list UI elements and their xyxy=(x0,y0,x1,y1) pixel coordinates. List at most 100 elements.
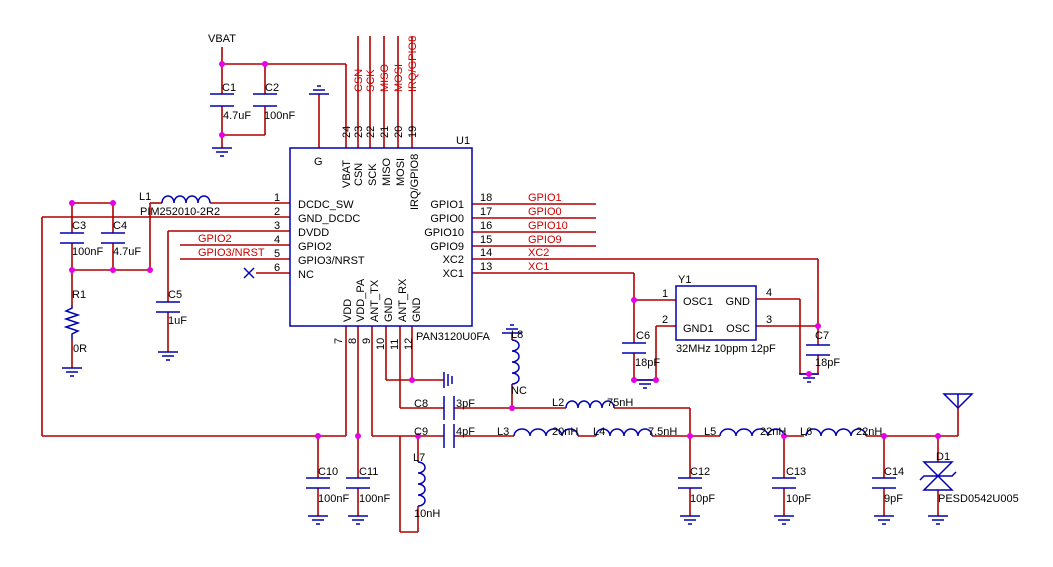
pin-7-num: 7 xyxy=(333,338,345,344)
pin-14-num: 14 xyxy=(480,247,492,259)
chassis-ground-icon xyxy=(443,372,453,388)
pin-23-num: 23 xyxy=(353,126,365,138)
y1-value: 32MHz 10ppm 12pF xyxy=(676,343,776,355)
c10-symbol xyxy=(306,477,330,489)
c9-value: 4pF xyxy=(456,426,475,438)
c4-ref: C4 xyxy=(113,220,127,232)
pin-17-name: GPIO0 xyxy=(430,213,464,225)
junction-dot xyxy=(355,433,361,439)
pin-12-num: 12 xyxy=(403,338,415,350)
c6-ref: C6 xyxy=(636,330,650,342)
pin-15-name: GPIO9 xyxy=(430,241,464,253)
c8-value: 3pF xyxy=(456,398,475,410)
c8-symbol xyxy=(443,396,455,420)
junction-dot xyxy=(509,405,515,411)
y1-pin3-num: 3 xyxy=(766,314,772,326)
l7-ref: L7 xyxy=(413,452,425,464)
ground-icon xyxy=(874,515,894,525)
junction-dot xyxy=(315,433,321,439)
net-gpio10: GPIO10 xyxy=(528,220,568,232)
pin-22-num: 22 xyxy=(365,126,377,138)
net-mosi: MOSI xyxy=(393,64,405,92)
y1-pin3-name: OSC xyxy=(726,323,750,335)
junction-dot xyxy=(881,433,887,439)
l1-value: PIM252010-2R2 xyxy=(140,206,220,218)
ground-symbols xyxy=(62,85,948,525)
pin-18-name: GPIO1 xyxy=(430,199,464,211)
c14-symbol xyxy=(872,477,896,489)
junction-dot xyxy=(69,200,75,206)
pin-20-name: MOSI xyxy=(395,158,407,186)
y1-pin4-name: GND xyxy=(726,296,751,308)
ground-icon xyxy=(680,515,700,525)
r1-value: 0R xyxy=(73,343,87,355)
pin-1-name: DCDC_SW xyxy=(298,199,354,211)
net-gpio2: GPIO2 xyxy=(198,233,232,245)
ground-icon xyxy=(62,367,82,377)
l4-value: 7.5nH xyxy=(648,426,677,438)
c14-ref: C14 xyxy=(884,466,904,478)
pin-18-num: 18 xyxy=(480,192,492,204)
diode-d1 xyxy=(919,461,957,491)
r1-ref: R1 xyxy=(72,289,86,301)
l2-ref: L2 xyxy=(552,397,564,409)
capacitors xyxy=(60,93,896,489)
junction-dot xyxy=(110,267,116,273)
junction-dot xyxy=(147,267,153,273)
c11-value: 100nF xyxy=(359,493,390,505)
l3-symbol xyxy=(513,428,579,437)
junction-dot xyxy=(653,377,659,383)
net-miso: MISO xyxy=(379,63,391,92)
l1-ref: L1 xyxy=(139,191,151,203)
l5-ref: L5 xyxy=(704,426,716,438)
ic-u1: U1 PAN3120U0FA G xyxy=(289,135,490,343)
c13-value: 10pF xyxy=(786,493,811,505)
net-gpio9: GPIO9 xyxy=(528,234,562,246)
c7-value: 18pF xyxy=(815,357,840,369)
c6-value: 18pF xyxy=(635,357,660,369)
no-connect-marker xyxy=(243,267,255,279)
l4-ref: L4 xyxy=(593,426,605,438)
pin-7-name: VDD xyxy=(342,299,354,322)
c2-ref: C2 xyxy=(265,82,279,94)
pin-2-name: GND_DCDC xyxy=(298,213,360,225)
junction-dot xyxy=(262,61,268,67)
junction-dot xyxy=(219,132,225,138)
c13-symbol xyxy=(772,477,796,489)
junction-dot xyxy=(631,297,637,303)
net-irq: IRQ/GPIO8 xyxy=(407,36,419,92)
c10-value: 100nF xyxy=(318,493,349,505)
net-sck: SCK xyxy=(365,69,377,92)
pin-13-name: XC1 xyxy=(443,268,464,280)
c12-value: 10pF xyxy=(690,493,715,505)
y1-pin4-num: 4 xyxy=(766,287,772,299)
pin-22-name: SCK xyxy=(367,163,379,186)
l5-symbol xyxy=(719,428,785,437)
pin-11-num: 11 xyxy=(389,339,401,350)
l7-value: 10nH xyxy=(414,508,440,520)
l2-symbol xyxy=(565,400,615,409)
pin-6-name: NC xyxy=(298,269,314,281)
ground-icon xyxy=(635,379,655,389)
pin-10-name: GND xyxy=(383,298,395,323)
pin-2-num: 2 xyxy=(274,206,280,218)
c1-ref: C1 xyxy=(222,82,236,94)
l4-symbol xyxy=(595,428,653,437)
junctions xyxy=(69,61,941,439)
net-gpio3: GPIO3/NRST xyxy=(198,247,265,259)
pin-24-name: VBAT xyxy=(341,160,353,188)
pin-8-name: VDD_PA xyxy=(355,278,367,322)
c7-ref: C7 xyxy=(815,330,829,342)
ground-icon xyxy=(308,515,328,525)
net-csn: CSN xyxy=(353,69,365,92)
pin-23-name: CSN xyxy=(353,163,365,186)
pin-16-num: 16 xyxy=(480,220,492,232)
c5-value: 1uF xyxy=(168,315,187,327)
inductors xyxy=(161,195,867,507)
y1-pin2-name: GND1 xyxy=(683,323,714,335)
net-gpio0: GPIO0 xyxy=(528,206,562,218)
pin-24-num: 24 xyxy=(341,126,353,138)
pin-11-name: ANT_RX xyxy=(397,278,409,322)
r1-symbol xyxy=(63,305,81,340)
